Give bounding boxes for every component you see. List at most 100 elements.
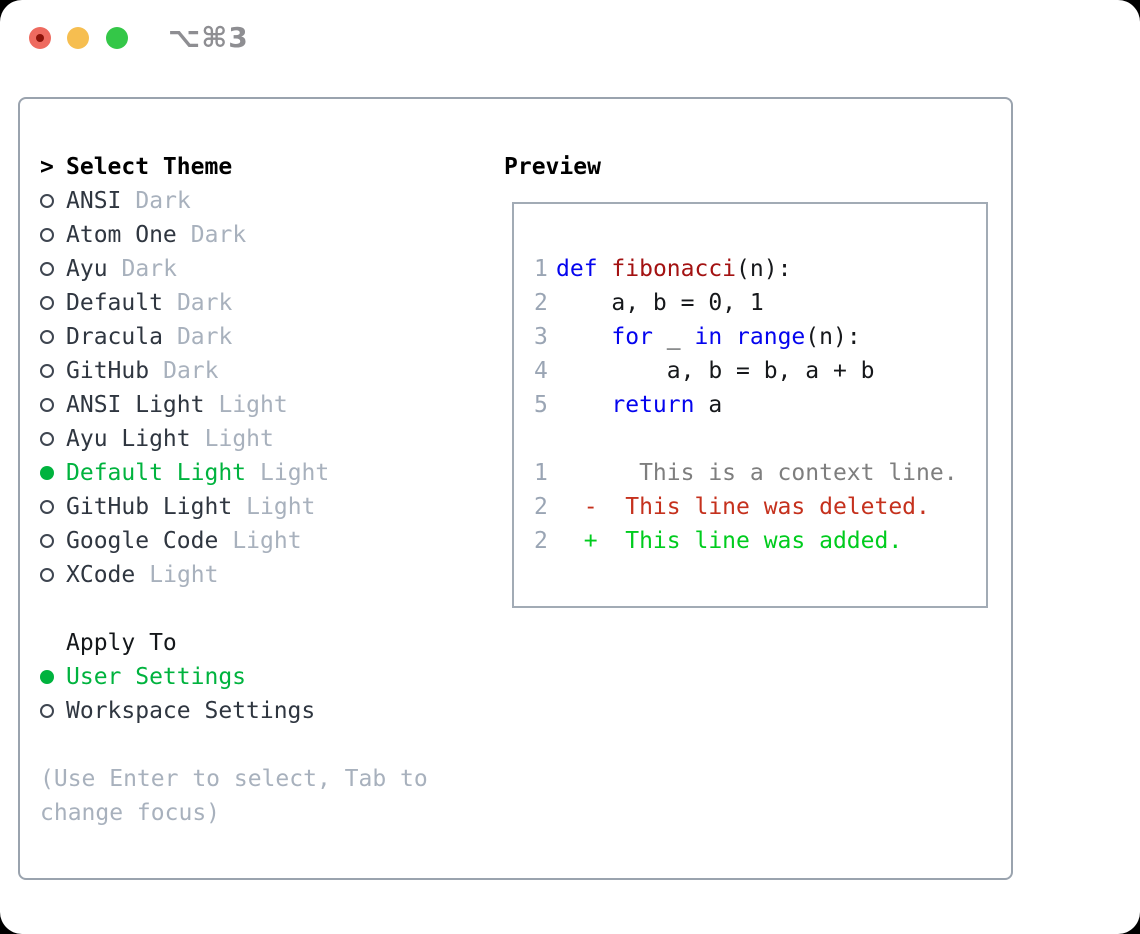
radio-selected-icon bbox=[40, 670, 54, 684]
apply-option-user-settings[interactable]: User Settings bbox=[40, 660, 488, 694]
minimize-button[interactable] bbox=[67, 27, 89, 49]
code-token: for bbox=[611, 324, 653, 350]
theme-variant-tag: Dark bbox=[163, 358, 219, 384]
radio-column bbox=[40, 670, 66, 684]
theme-variant-tag: Light bbox=[204, 426, 274, 452]
theme-name: Default Light bbox=[66, 460, 247, 486]
radio-column bbox=[40, 398, 66, 412]
help-line: (Use Enter to select, Tab to bbox=[40, 766, 428, 792]
radio-icon bbox=[40, 500, 54, 514]
spacer bbox=[40, 728, 488, 762]
radio-column bbox=[40, 466, 66, 480]
code-line: 4 a, b = b, a + b bbox=[534, 354, 986, 388]
blank-line bbox=[534, 218, 986, 252]
radio-column bbox=[40, 364, 66, 378]
code-line: 3 for _ in range(n): bbox=[534, 320, 986, 354]
radio-icon bbox=[40, 568, 54, 582]
radio-icon bbox=[40, 194, 54, 208]
code-token: (n): bbox=[805, 324, 861, 350]
theme-variant-tag: Light bbox=[218, 392, 288, 418]
code-token: _ bbox=[652, 324, 695, 350]
code-token: def bbox=[556, 256, 598, 282]
apply-to-title: Apply To bbox=[66, 630, 177, 656]
spacer bbox=[40, 592, 488, 626]
zoom-button[interactable] bbox=[106, 27, 128, 49]
select-theme-header: > Select Theme bbox=[40, 150, 488, 184]
radio-icon bbox=[40, 296, 54, 310]
radio-column bbox=[40, 500, 66, 514]
code-token: (n): bbox=[736, 256, 792, 282]
code-token: range bbox=[736, 324, 806, 350]
radio-icon bbox=[40, 534, 54, 548]
code-token: a, b = 0, 1 bbox=[556, 290, 764, 316]
theme-variant-tag: Dark bbox=[176, 290, 233, 316]
code-token bbox=[598, 256, 612, 282]
radio-column bbox=[40, 432, 66, 446]
cursor-indicator: > bbox=[40, 154, 54, 180]
radio-icon bbox=[40, 262, 54, 276]
theme-variant-tag: Light bbox=[246, 494, 316, 520]
radio-column bbox=[40, 194, 66, 208]
radio-icon bbox=[40, 432, 54, 446]
code-token bbox=[556, 392, 611, 418]
theme-item-ayu[interactable]: Ayu Dark bbox=[40, 252, 488, 286]
theme-variant-tag: Dark bbox=[121, 256, 177, 282]
radio-column bbox=[40, 262, 66, 276]
select-theme-title: Select Theme bbox=[66, 154, 233, 180]
theme-name: GitHub Light bbox=[66, 494, 233, 520]
code-token: a, b = b, a + b bbox=[556, 358, 875, 384]
radio-column bbox=[40, 296, 66, 310]
code-token bbox=[556, 324, 611, 350]
apply-option-workspace-settings[interactable]: Workspace Settings bbox=[40, 694, 488, 728]
line-number: 1 bbox=[534, 256, 548, 282]
code-token: a bbox=[694, 392, 723, 418]
theme-item-ayu-light[interactable]: Ayu Light Light bbox=[40, 422, 488, 456]
help-line: change focus) bbox=[40, 800, 221, 826]
theme-name: ANSI bbox=[66, 188, 122, 214]
theme-variant-tag: Dark bbox=[176, 324, 233, 350]
theme-name: Atom One bbox=[66, 222, 177, 248]
blank-line bbox=[534, 422, 986, 456]
theme-item-atom-one[interactable]: Atom One Dark bbox=[40, 218, 488, 252]
diff-line-context: 1 This is a context line. bbox=[534, 456, 986, 490]
close-button[interactable] bbox=[29, 27, 51, 49]
theme-name: ANSI Light bbox=[66, 392, 205, 418]
radio-column bbox=[40, 330, 66, 344]
line-number: 2 bbox=[534, 290, 548, 316]
diff-text: - This line was deleted. bbox=[556, 494, 930, 520]
diff-text: + This line was added. bbox=[556, 528, 903, 554]
theme-item-github-light[interactable]: GitHub Light Light bbox=[40, 490, 488, 524]
radio-icon bbox=[40, 330, 54, 344]
radio-column bbox=[40, 704, 66, 718]
radio-selected-icon bbox=[40, 466, 54, 480]
diff-line-deleted: 2 - This line was deleted. bbox=[534, 490, 986, 524]
theme-name: Ayu bbox=[66, 256, 108, 282]
theme-variant-tag: Light bbox=[149, 562, 219, 588]
radio-icon bbox=[40, 228, 54, 242]
theme-name: Ayu Light bbox=[66, 426, 191, 452]
radio-icon bbox=[40, 398, 54, 412]
radio-column bbox=[40, 568, 66, 582]
radio-icon bbox=[40, 704, 54, 718]
diff-text: This is a context line. bbox=[556, 460, 958, 486]
theme-variant-tag: Dark bbox=[190, 222, 247, 248]
theme-item-ansi-light[interactable]: ANSI Light Light bbox=[40, 388, 488, 422]
line-number: 2 bbox=[534, 494, 548, 520]
preview-title: Preview bbox=[504, 154, 601, 180]
code-line: 5 return a bbox=[534, 388, 986, 422]
code-token: return bbox=[611, 392, 695, 418]
line-number: 2 bbox=[534, 528, 548, 554]
